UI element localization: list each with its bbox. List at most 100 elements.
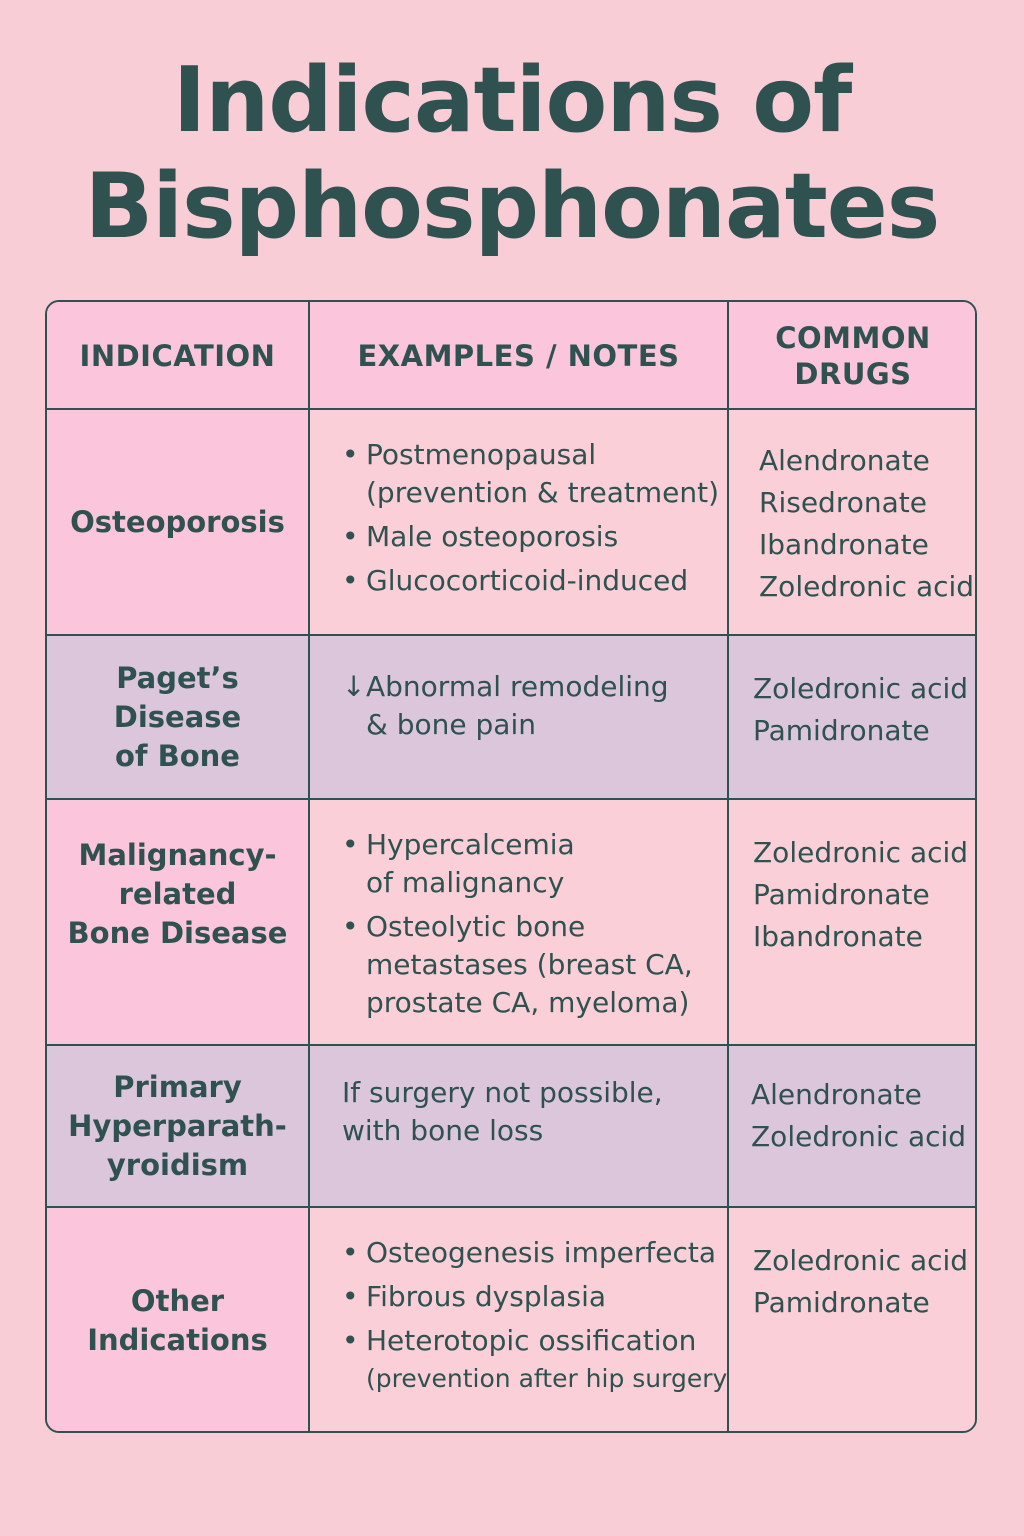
notes-list: If surgery not possible, with bone loss (310, 1046, 727, 1150)
list-item: • Male osteoporosis (340, 518, 727, 556)
indication-line: of Bone (115, 738, 240, 773)
drugs-cell: Zoledronic acid Pamidronate Ibandronate (727, 800, 975, 1044)
header-indication: INDICATION (79, 339, 276, 373)
note-line: Abnormal remodeling (366, 670, 669, 703)
drugs-cell: Zoledronic acid Pamidronate (727, 636, 975, 798)
title-line-2: Bisphosphonates (84, 154, 941, 259)
list-item: • Hypercalcemia of malignancy (340, 826, 727, 902)
drug-name: Zoledronic acid (759, 570, 975, 603)
indication-line: Malignancy- (78, 838, 277, 872)
header-drugs-line-1: COMMON (775, 321, 931, 355)
indication-line: Other (130, 1283, 225, 1318)
indication-line: Indications (87, 1322, 268, 1357)
notes-cell: • Hypercalcemia of malignancy • Osteolyt… (308, 800, 727, 1044)
bullet-dot: • (342, 438, 359, 471)
drugs-list: Zoledronic acid Pamidronate (729, 636, 975, 752)
list-item: • Osteolytic bone metastases (breast CA,… (340, 908, 727, 1022)
notes-list: ↓ Abnormal remodeling & bone pain (310, 636, 727, 744)
drugs-list: Zoledronic acid Pamidronate (729, 1208, 975, 1324)
notes-list: • Postmenopausal (prevention & treatment… (310, 410, 727, 600)
indication-label: Other Indications (47, 1208, 308, 1431)
drugs-cell: Alendronate Risedronate Ibandronate Zole… (727, 410, 975, 634)
table-header-row: INDICATION EXAMPLES / NOTES COMMON DRUGS (47, 302, 975, 410)
note-line: Hypercalcemia (366, 828, 575, 861)
drug-name: Ibandronate (759, 528, 929, 561)
indication-cell: Paget’s Disease of Bone (47, 636, 308, 798)
indication-line: Disease (113, 699, 242, 734)
indication-cell: Malignancy- related Bone Disease (47, 800, 308, 1044)
list-item: • Postmenopausal (prevention & treatment… (340, 436, 727, 512)
table-row: Paget’s Disease of Bone ↓ Abnormal remod… (47, 634, 975, 798)
header-cell-notes: EXAMPLES / NOTES (308, 302, 727, 410)
indication-cell: Primary Hyperparath- yroidism (47, 1046, 308, 1206)
header-cell-indication: INDICATION (47, 302, 308, 410)
note-line: with bone loss (342, 1114, 544, 1147)
title-line-1: Indications of (172, 48, 853, 153)
indication-label: Osteoporosis (47, 410, 308, 634)
note-small-line: (prevention after hip surgery (366, 1364, 728, 1393)
drug-name: Pamidronate (753, 1286, 930, 1319)
down-arrow-icon: ↓ (342, 670, 366, 703)
notes-cell: • Postmenopausal (prevention & treatment… (308, 410, 727, 634)
list-item: • Heterotopic ossification (prevention a… (340, 1322, 727, 1398)
indication-line: Paget’s (116, 660, 239, 695)
drug-name: Ibandronate (753, 920, 923, 953)
drug-name: Zoledronic acid (751, 1120, 967, 1153)
notes-cell: • Osteogenesis imperfecta • Fibrous dysp… (308, 1208, 727, 1431)
list-item: ↓ Abnormal remodeling & bone pain (340, 668, 727, 744)
indication-line: Hyperparath- (68, 1108, 287, 1143)
indication-label: Paget’s Disease of Bone (47, 636, 308, 798)
header-cell-drugs: COMMON DRUGS (727, 302, 975, 410)
note-line: Osteogenesis imperfecta (366, 1236, 716, 1269)
indication-line: Primary (113, 1069, 242, 1104)
note-line: & bone pain (366, 708, 536, 741)
bullet-dot: • (342, 1236, 359, 1269)
indication-label: Malignancy- related Bone Disease (47, 800, 308, 1044)
drugs-list: Alendronate Risedronate Ibandronate Zole… (729, 410, 975, 608)
note-line: Male osteoporosis (366, 520, 619, 553)
drug-name: Zoledronic acid (753, 836, 969, 869)
indication-label: Primary Hyperparath- yroidism (47, 1046, 308, 1206)
notes-cell: ↓ Abnormal remodeling & bone pain (308, 636, 727, 798)
note-line: Glucocorticoid-induced (366, 564, 689, 597)
note-line: metastases (breast CA, (366, 948, 693, 981)
list-item: • Glucocorticoid-induced (340, 562, 727, 600)
indication-cell: Other Indications (47, 1208, 308, 1431)
note-line: Heterotopic ossification (366, 1324, 697, 1357)
indication-line: yroidism (106, 1147, 249, 1182)
bullet-dot: • (342, 910, 359, 943)
notes-cell: If surgery not possible, with bone loss (308, 1046, 727, 1206)
drugs-list: Zoledronic acid Pamidronate Ibandronate (729, 800, 975, 958)
table-row: Other Indications • Osteogenesis imperfe… (47, 1206, 975, 1431)
drug-name: Pamidronate (753, 714, 930, 747)
bullet-dot: • (342, 564, 359, 597)
table-row: Osteoporosis • Postmenopausal (preventio… (47, 408, 975, 634)
indication-line: related (118, 877, 237, 911)
indication-line: Bone Disease (67, 916, 288, 950)
indication-line: Osteoporosis (70, 504, 285, 539)
list-item: • Fibrous dysplasia (340, 1278, 727, 1316)
drug-name: Alendronate (759, 444, 930, 477)
note-line: Fibrous dysplasia (366, 1280, 607, 1313)
drug-name: Alendronate (751, 1078, 922, 1111)
list-item: • Osteogenesis imperfecta (340, 1234, 727, 1272)
bullet-dot: • (342, 520, 359, 553)
note-line: Osteolytic bone (366, 910, 586, 943)
drugs-list: Alendronate Zoledronic acid (729, 1046, 975, 1158)
notes-list: • Osteogenesis imperfecta • Fibrous dysp… (310, 1208, 727, 1398)
drugs-cell: Alendronate Zoledronic acid (727, 1046, 975, 1206)
notes-list: • Hypercalcemia of malignancy • Osteolyt… (310, 800, 727, 1022)
table-row: Primary Hyperparath- yroidism If surgery… (47, 1044, 975, 1206)
drug-name: Pamidronate (753, 878, 930, 911)
header-drugs: COMMON DRUGS (729, 302, 975, 410)
header-drugs-line-2: DRUGS (794, 357, 912, 391)
header-notes: EXAMPLES / NOTES (357, 339, 680, 373)
drug-name: Zoledronic acid (753, 1244, 969, 1277)
note-line: prostate CA, myeloma) (366, 986, 690, 1019)
note-line: Postmenopausal (366, 438, 597, 471)
note-line: (prevention & treatment) (366, 476, 720, 509)
table-row: Malignancy- related Bone Disease • Hyper… (47, 798, 975, 1044)
note-line: of malignancy (366, 866, 565, 899)
bullet-dot: • (342, 1280, 359, 1313)
note-line: If surgery not possible, (342, 1076, 663, 1109)
